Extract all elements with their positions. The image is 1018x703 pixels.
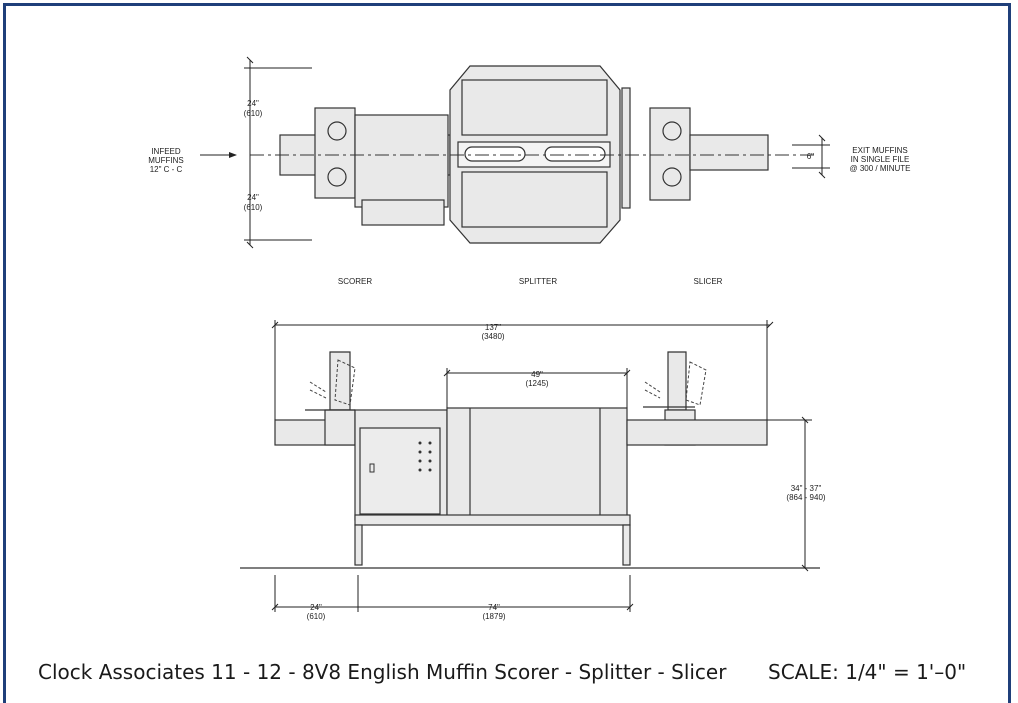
exit-dim: 6" bbox=[807, 152, 814, 161]
side-slicer-arm bbox=[667, 351, 687, 411]
dim-splitter-mm: (1245) bbox=[525, 379, 548, 388]
dim-height-mm: (864 - 940) bbox=[786, 493, 825, 502]
exit-label-2: IN SINGLE FILE bbox=[851, 155, 910, 164]
top-scorer-roller-1 bbox=[327, 121, 347, 141]
section-scorer: SCORER bbox=[338, 277, 372, 286]
dim-overall-mm: (3480) bbox=[481, 332, 504, 341]
side-base-frame bbox=[354, 514, 631, 526]
dim-overall: 137" bbox=[485, 323, 501, 332]
top-exit-conveyor bbox=[689, 134, 769, 171]
top-dim-lower: 24" bbox=[247, 193, 259, 202]
cabinet-handle bbox=[369, 463, 375, 473]
dim-splitter: 49" bbox=[531, 370, 543, 379]
page-border bbox=[3, 3, 1011, 703]
side-arm-swings bbox=[309, 359, 707, 406]
section-splitter: SPLITTER bbox=[519, 277, 557, 286]
top-dim-upper: 24" bbox=[247, 99, 259, 108]
drawing-caption: Clock Associates 11 - 12 - 8V8 English M… bbox=[38, 660, 727, 684]
dim-infeed: 24" bbox=[310, 603, 322, 612]
top-muffin-2 bbox=[544, 146, 606, 162]
infeed-label-1: INFEED bbox=[151, 147, 181, 156]
top-scorer-roller-2 bbox=[327, 167, 347, 187]
top-scorer-motor bbox=[361, 199, 445, 226]
top-scorer-body bbox=[354, 114, 449, 208]
side-dimensions bbox=[271, 320, 812, 612]
top-muffin-1 bbox=[464, 146, 526, 162]
top-dimensions bbox=[200, 56, 830, 249]
dim-base: 74" bbox=[488, 603, 500, 612]
top-splitter-lower bbox=[461, 171, 608, 228]
exit-label-3: @ 300 / MINUTE bbox=[849, 164, 910, 173]
infeed-label-2: MUFFINS bbox=[148, 156, 184, 165]
top-slicer-roller-1 bbox=[662, 121, 682, 141]
dim-infeed-mm: (610) bbox=[307, 612, 326, 621]
side-view bbox=[274, 351, 768, 566]
dim-base-mm: (1879) bbox=[482, 612, 505, 621]
top-splitter-upper bbox=[461, 79, 608, 136]
side-scorer-head bbox=[324, 409, 356, 446]
side-splitter-body bbox=[446, 407, 628, 521]
control-panel-buttons bbox=[418, 441, 432, 472]
drawing-scale: SCALE: 1/4" = 1'–0" bbox=[768, 660, 967, 684]
exit-label-1: EXIT MUFFINS bbox=[852, 146, 907, 155]
side-exit-conveyor bbox=[626, 419, 768, 446]
top-dim-upper-mm: (610) bbox=[244, 109, 263, 118]
top-slicer-roller-2 bbox=[662, 167, 682, 187]
infeed-label-3: 12" C - C bbox=[150, 165, 183, 174]
top-splitter-plate bbox=[621, 87, 631, 209]
side-leg-right bbox=[622, 524, 631, 566]
side-leg-left bbox=[354, 524, 363, 566]
section-slicer: SLICER bbox=[694, 277, 723, 286]
side-cabinet-door bbox=[359, 427, 441, 515]
top-dim-lower-mm: (610) bbox=[244, 203, 263, 212]
dim-height: 34" - 37" bbox=[791, 484, 822, 493]
